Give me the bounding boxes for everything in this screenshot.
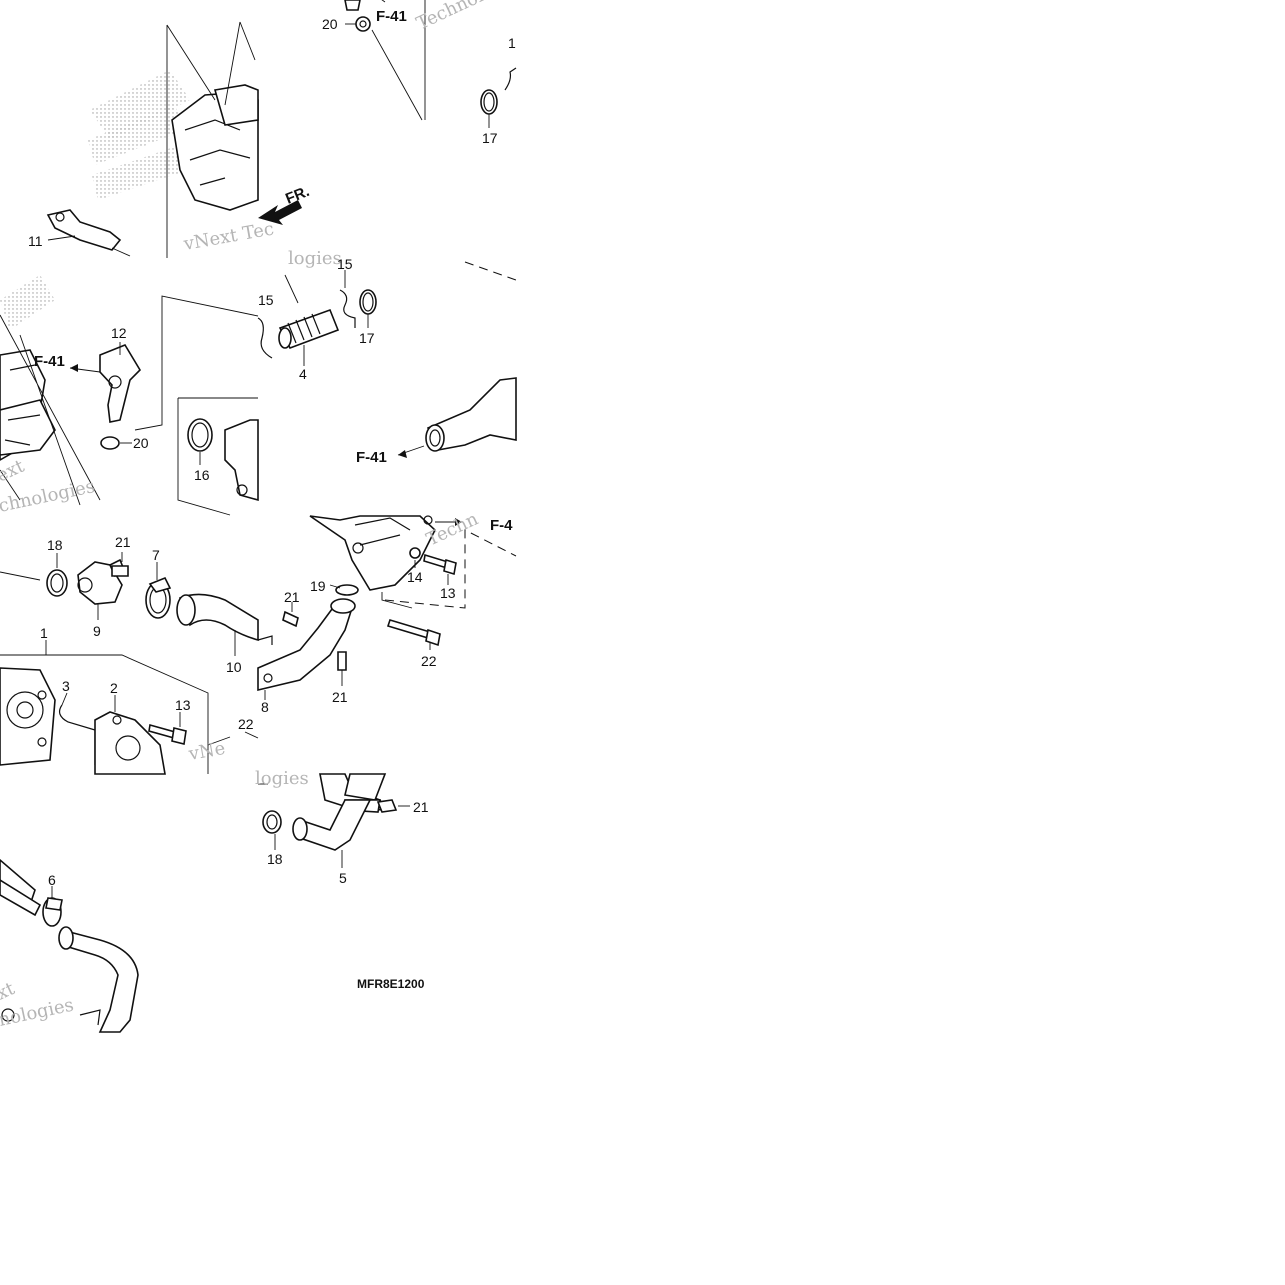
tile-top-middle: F-41 xyxy=(344,0,517,128)
callout-21d: 21 xyxy=(413,799,429,815)
callout-3: 3 xyxy=(62,678,70,694)
watermark-6: Techn xyxy=(423,508,482,550)
callout-21c: 21 xyxy=(332,689,348,705)
callout-10: 10 xyxy=(226,659,242,675)
callout-16: 16 xyxy=(194,467,210,483)
callout-13b: 13 xyxy=(440,585,456,601)
tile-middle-left: F-41 xyxy=(0,275,259,516)
ref-f41-top: F-41 xyxy=(376,8,407,25)
callout-1-partial: 1 xyxy=(508,35,516,51)
callout-18a: 18 xyxy=(47,537,63,553)
callout-4: 4 xyxy=(299,366,307,382)
callout-15b: 15 xyxy=(258,292,274,308)
callout-13a: 13 xyxy=(175,697,191,713)
callout-14: 14 xyxy=(407,569,423,585)
watermark-4: ext xyxy=(0,455,28,486)
callout-21a: 21 xyxy=(115,534,131,550)
forward-mark: FR. xyxy=(283,183,312,208)
callout-1: 1 xyxy=(40,625,48,641)
callout-20b: 20 xyxy=(133,435,149,451)
callout-17b: 17 xyxy=(359,330,375,346)
callout-9: 9 xyxy=(93,623,101,639)
callout-5: 5 xyxy=(339,870,347,886)
tile-bottom-middle xyxy=(258,773,410,868)
callout-labels: 1 2 3 4 5 6 7 8 9 10 11 12 13 13 14 15 1… xyxy=(28,16,516,888)
callout-2: 2 xyxy=(110,680,118,696)
watermark-9: xt xyxy=(0,978,19,1005)
tile-bottom-left xyxy=(0,858,139,1033)
callout-17a: 17 xyxy=(482,130,498,146)
callout-15a: 15 xyxy=(337,256,353,272)
callout-20a: 20 xyxy=(322,16,338,32)
forward-arrow-icon xyxy=(258,200,302,225)
callout-22a: 22 xyxy=(238,716,254,732)
watermark-3: logies xyxy=(288,248,342,269)
callout-18b: 18 xyxy=(267,851,283,867)
diagram-code: MFR8E1200 xyxy=(357,977,425,991)
watermark-5: chnologies xyxy=(0,476,97,517)
ref-f4-partial: F-4 xyxy=(490,517,513,534)
callout-21b: 21 xyxy=(284,589,300,605)
callout-8: 8 xyxy=(261,699,269,715)
callout-7: 7 xyxy=(152,547,160,563)
tile-lower-left xyxy=(0,552,259,775)
ref-f41-middle: F-41 xyxy=(356,449,387,466)
tile-lower-middle: F-4 xyxy=(257,515,517,700)
watermark-8: logies xyxy=(255,768,309,789)
callout-22b: 22 xyxy=(421,653,437,669)
watermark-2: Technol xyxy=(413,0,487,35)
callout-19: 19 xyxy=(310,578,326,594)
callout-6: 6 xyxy=(48,872,56,888)
watermark-1: vNext Tec xyxy=(181,218,275,255)
callout-12: 12 xyxy=(111,325,127,341)
tile-top-left: FR. xyxy=(46,21,312,258)
watermark-7: vNe xyxy=(186,738,227,765)
callout-11: 11 xyxy=(28,233,43,249)
ref-f41-left: F-41 xyxy=(34,353,65,370)
tile-middle: F-41 xyxy=(257,261,517,466)
